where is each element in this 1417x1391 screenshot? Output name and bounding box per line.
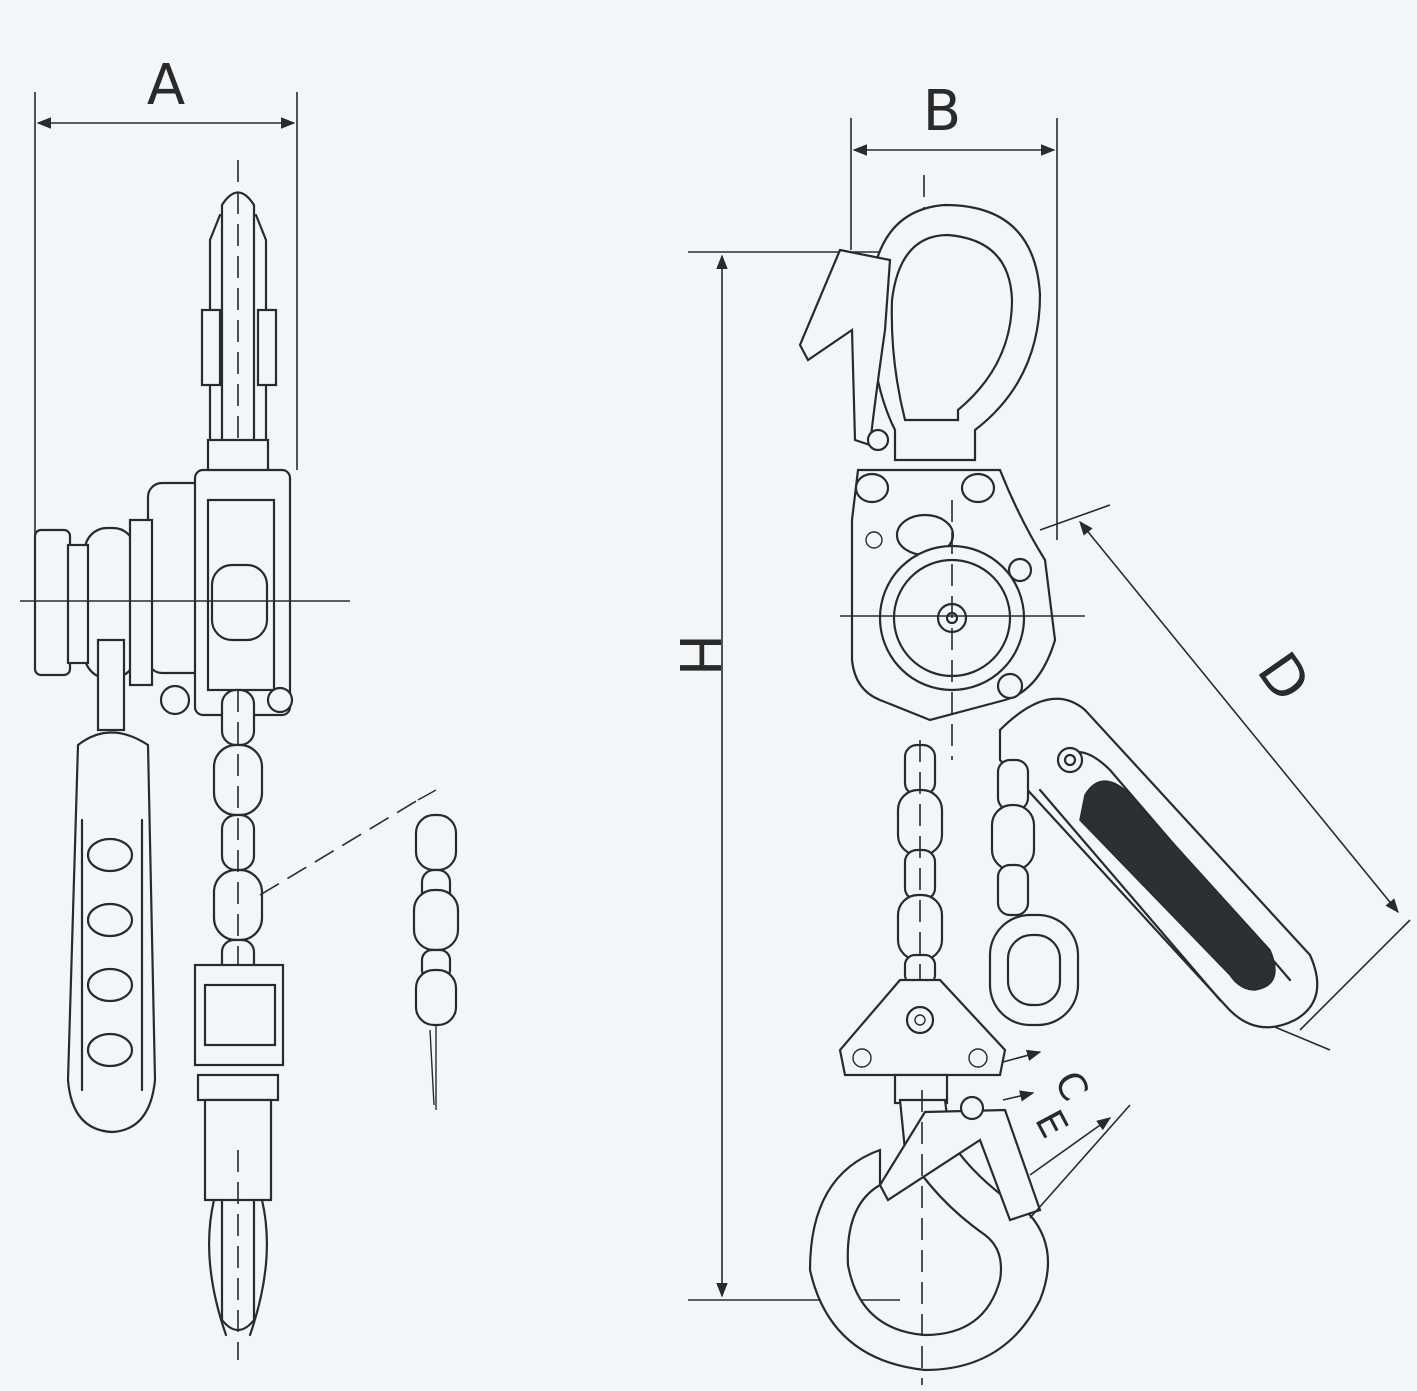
bottom-hook-front	[808, 978, 1050, 1385]
front-view: B H D	[666, 79, 1411, 1385]
label-d: D	[1244, 641, 1322, 714]
label-c: C	[1046, 1064, 1097, 1108]
slack-chain-front	[988, 758, 1080, 1027]
top-hook-side	[200, 160, 278, 477]
label-b: B	[923, 79, 961, 144]
dimension-b: B	[850, 79, 1058, 540]
label-h: H	[666, 634, 731, 676]
side-view: A	[20, 53, 460, 1360]
top-hook-front	[798, 175, 1042, 462]
load-chain-side	[212, 688, 264, 990]
label-a: A	[147, 53, 185, 118]
label-e: E	[1026, 1103, 1076, 1145]
lever-handle-front	[998, 697, 1319, 1029]
lever-handle-side	[66, 731, 157, 1134]
hoist-body-front	[840, 468, 1085, 760]
chain-detail	[259, 789, 460, 1110]
hoist-body-side	[20, 468, 350, 732]
dimension-h: H	[666, 251, 900, 1301]
dimension-a: A	[34, 53, 298, 540]
load-chain-front	[896, 740, 944, 990]
bottom-hook-side	[193, 963, 285, 1360]
